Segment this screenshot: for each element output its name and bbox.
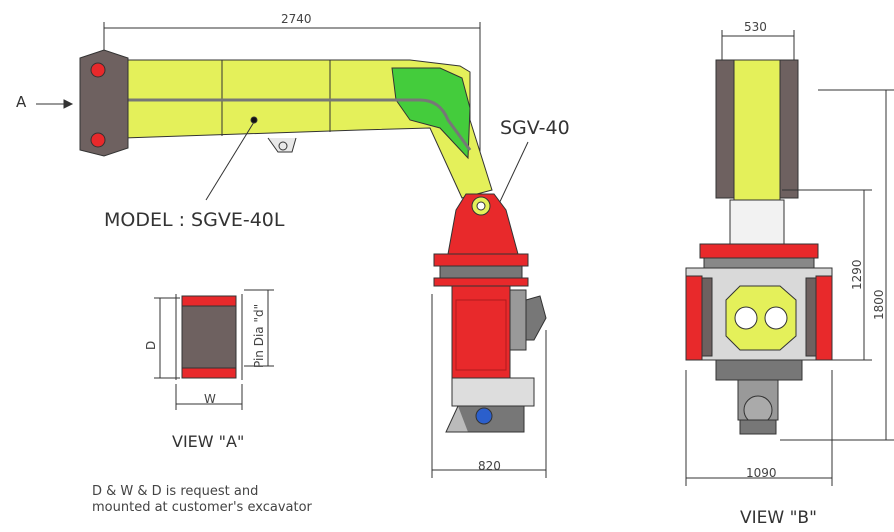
dim-d-label: D [144, 340, 158, 350]
lower-housing [451, 377, 535, 407]
view-a-bracket [181, 299, 237, 375]
dim-2740: 2740 [281, 12, 312, 26]
view-b-plate [725, 285, 797, 351]
leader-model [205, 121, 255, 201]
note-line-2: mounted at customer's excavator [92, 500, 312, 515]
hose-line [118, 98, 472, 151]
rotator-flange [433, 253, 529, 267]
motor-blue [475, 407, 493, 425]
dim-1290: 1290 [850, 259, 864, 290]
dim-1090: 1090 [746, 466, 777, 480]
hydraulic-block [391, 67, 471, 160]
view-a-arrow-label: A [16, 93, 27, 111]
dim-820: 820 [478, 459, 501, 473]
view-b-flange [699, 243, 819, 259]
view-b-title: VIEW "B" [740, 508, 817, 528]
view-b-diagram [685, 30, 894, 486]
model-label: MODEL : SGVE-40L [104, 209, 285, 231]
pin-top [90, 62, 106, 78]
view-b-arm [733, 59, 781, 219]
dim-pin-label: Pin Dia "d" [252, 303, 266, 368]
side-view [36, 22, 547, 478]
dim-w-label: W [204, 392, 216, 406]
view-a-diagram [154, 289, 274, 410]
rotator-label: SGV-40 [500, 117, 570, 139]
dim-530: 530 [744, 20, 767, 34]
dim-1800: 1800 [872, 289, 886, 320]
note-line-1: D & W & D is request and [92, 484, 259, 499]
head-plate [79, 49, 129, 157]
pin-bottom [90, 132, 106, 148]
view-a-title: VIEW "A" [172, 432, 245, 451]
